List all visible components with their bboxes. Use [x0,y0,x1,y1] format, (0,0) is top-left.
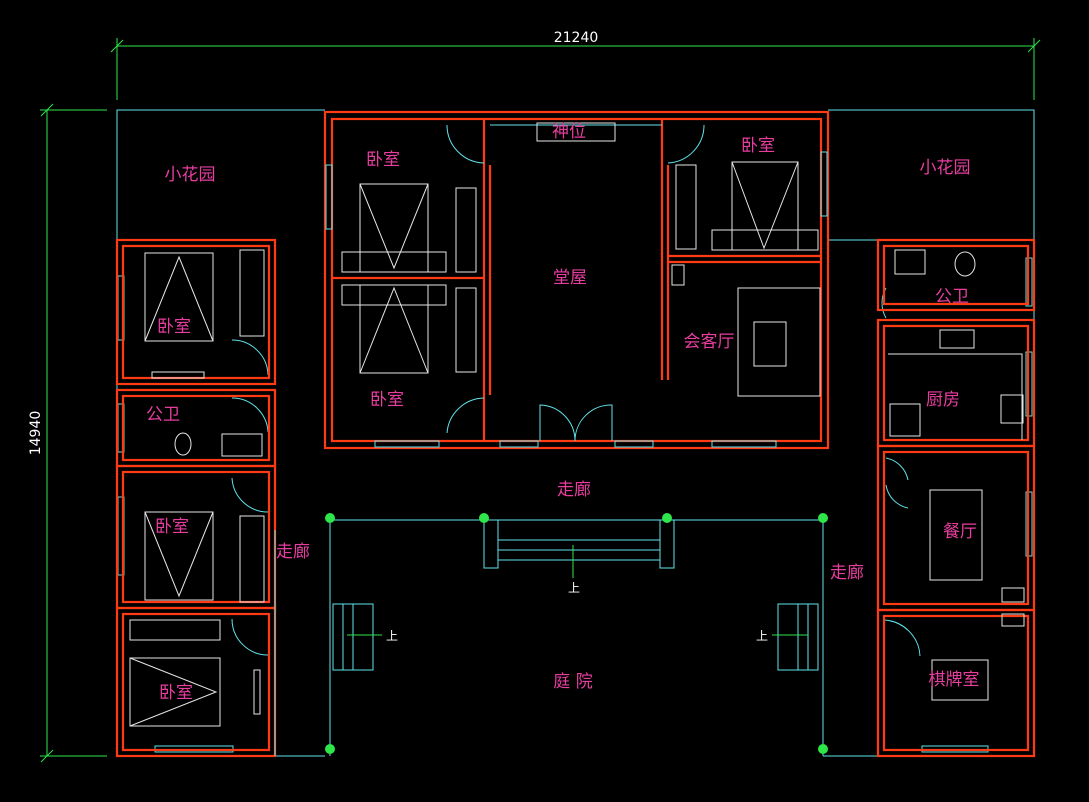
label-corridor-left: 走廊 [276,542,310,562]
column-marker [325,513,335,523]
label-small-garden-right: 小花园 [920,158,971,178]
right-wing [876,238,1036,758]
label-up-right: 上 [756,629,768,643]
central-block [323,110,830,450]
label-bedroom-bottom-center: 卧室 [370,390,404,410]
furniture-central [341,161,821,397]
height-dimension-label: 14940 [28,411,44,456]
label-corridor-right: 走廊 [830,563,864,583]
dimension-left: 14940 [28,103,107,763]
courtyard [274,519,824,756]
label-bedroom-top-left: 卧室 [366,150,400,170]
column-marker [662,513,672,523]
room-labels: 小花园 小花园 卧室 卧室 神位 堂屋 卧室 会客厅 卧室 公卫 卧室 卧室 公… [146,122,980,703]
label-small-garden-left: 小花园 [165,165,216,185]
left-wing [115,238,277,758]
label-up-center: 上 [568,581,580,595]
label-reception: 会客厅 [684,332,735,352]
column-marker [818,744,828,754]
label-left-bedroom-2: 卧室 [155,517,189,537]
step-labels: 上 上 上 [386,581,768,643]
label-left-bedroom-3: 卧室 [159,683,193,703]
label-courtyard: 庭 院 [553,672,592,692]
label-chess-room: 棋牌室 [929,670,980,690]
label-right-toilet: 公卫 [935,287,969,307]
label-up-left: 上 [386,629,398,643]
column-marker [325,744,335,754]
doors [231,124,921,657]
label-bedroom-top-right: 卧室 [741,136,775,156]
column-marker [818,513,828,523]
label-left-toilet: 公卫 [146,405,180,425]
column-marker [479,513,489,523]
label-left-bedroom-1: 卧室 [157,317,191,337]
label-main-hall: 堂屋 [553,268,587,288]
label-shrine: 神位 [552,122,586,142]
dimension-top: 21240 [110,30,1041,100]
columns [325,513,828,754]
width-dimension-label: 21240 [554,30,599,46]
label-dining: 餐厅 [943,522,977,542]
label-corridor-center: 走廊 [557,480,591,500]
label-kitchen: 厨房 [926,390,960,410]
